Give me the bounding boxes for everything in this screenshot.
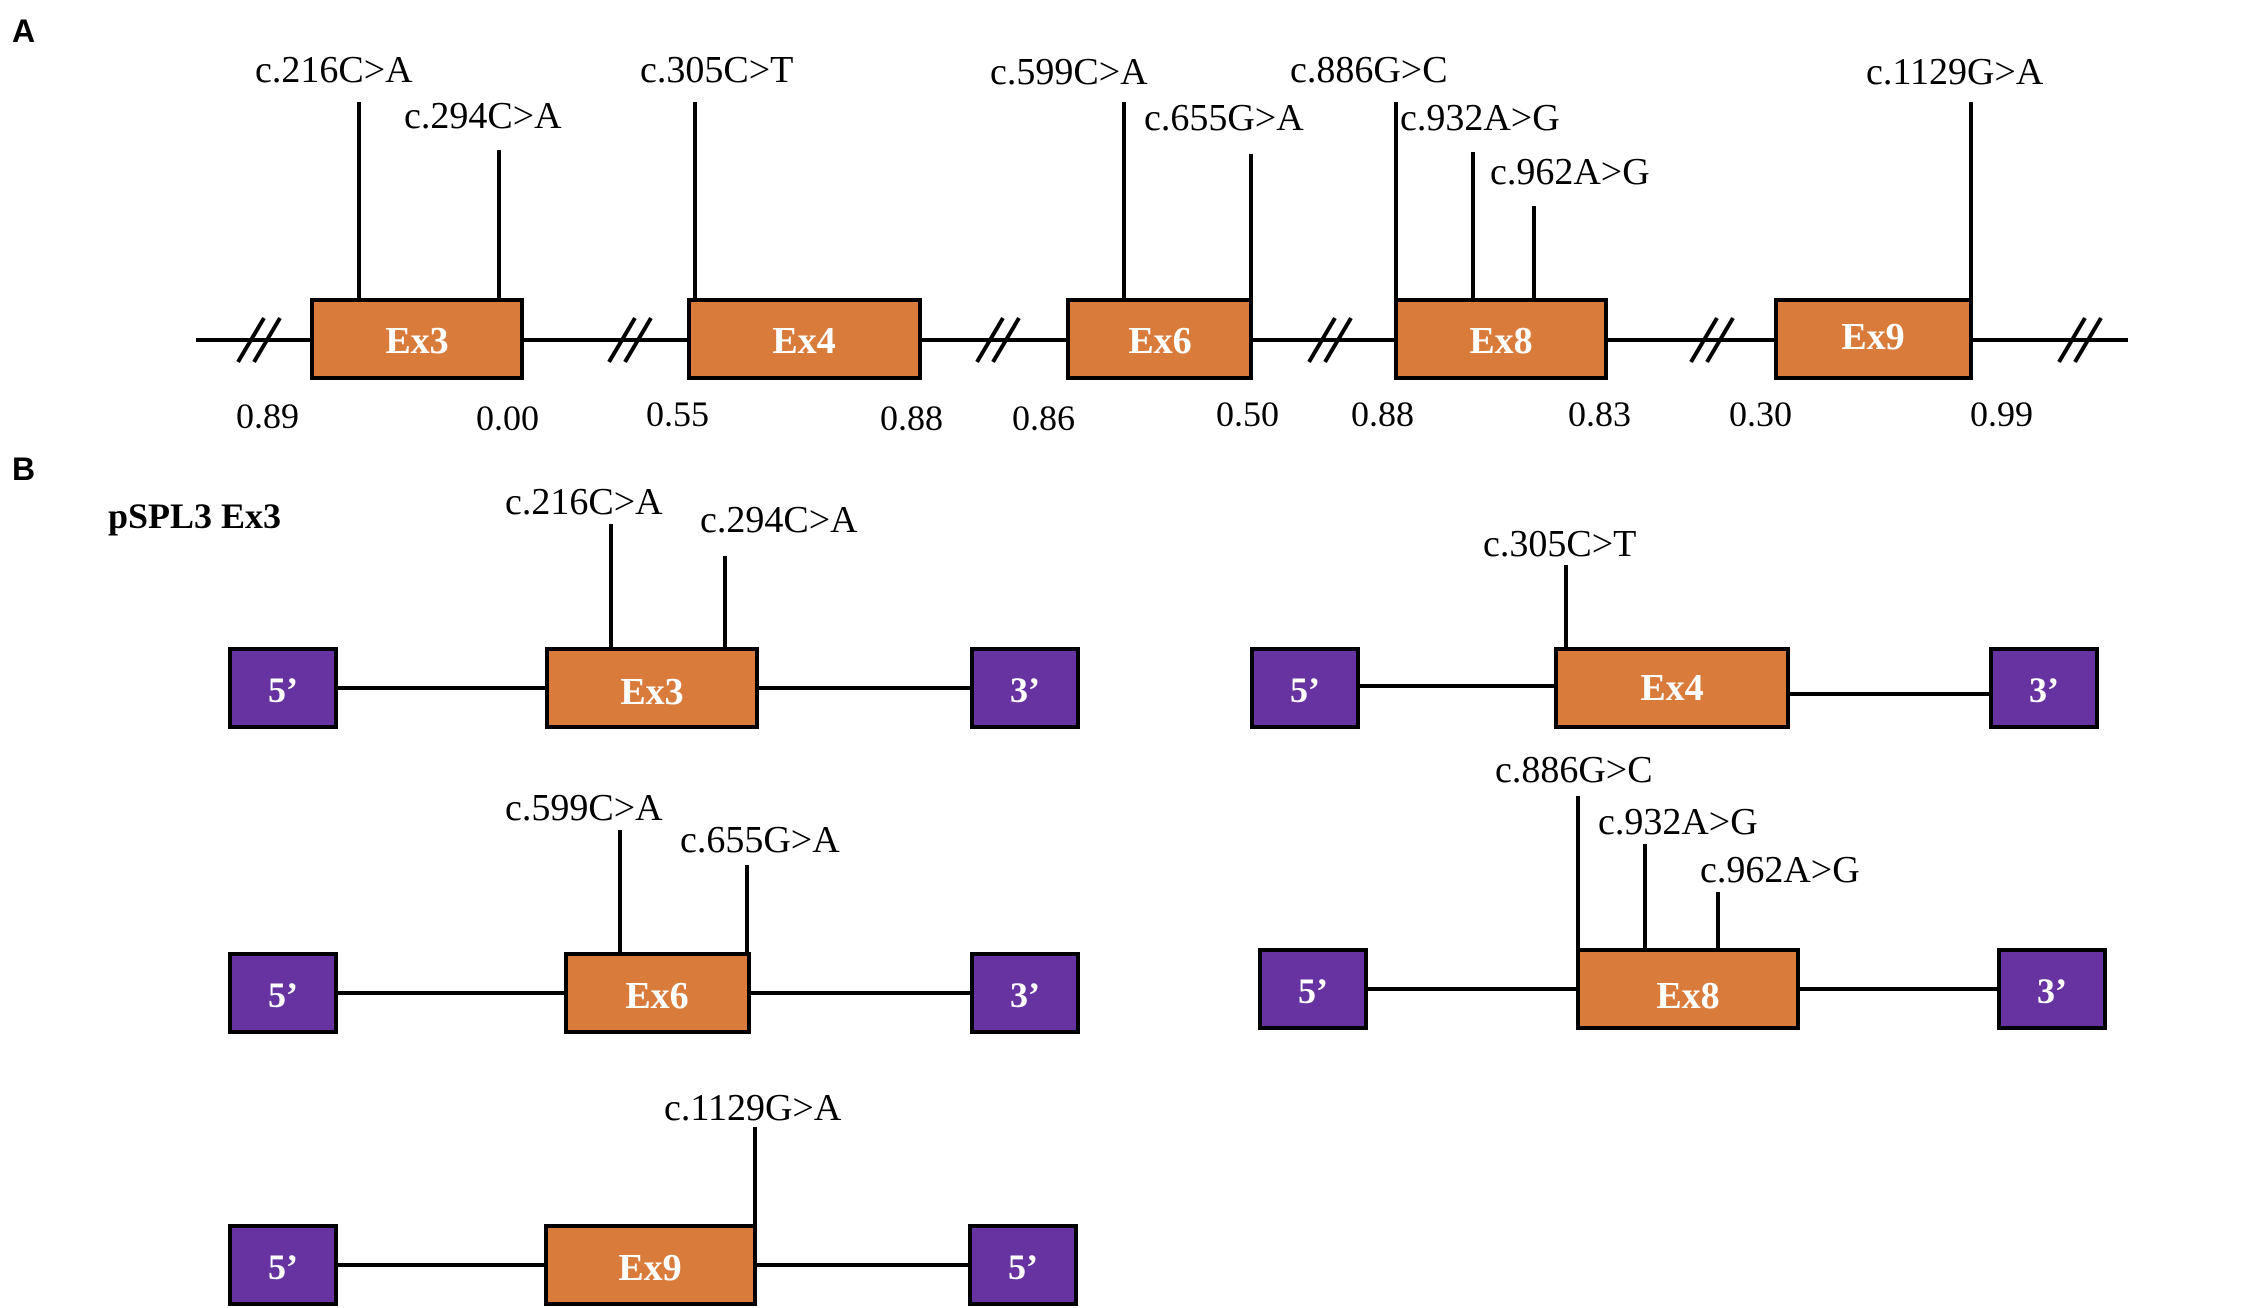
score-label: 0.99 (1970, 394, 2033, 434)
break-mark (975, 316, 1021, 364)
variant-label: c.886G>C (1495, 749, 1653, 791)
minigene-3-prime (1997, 948, 2107, 1030)
construct-exon (564, 952, 751, 1034)
minigene-label: 3’ (1010, 975, 1040, 1015)
minigene-label: 5’ (268, 670, 298, 710)
break-marks (236, 316, 2103, 364)
break-mark (236, 316, 282, 364)
variant-label: c.305C>T (640, 49, 793, 91)
construct-ex8: 5’ Ex8 3’ c.886G>C c.932A>G c.962A>G (1258, 749, 2107, 1030)
construct-exon (544, 1224, 757, 1306)
minigene-3-prime (968, 1224, 1078, 1306)
score-label: 0.00 (476, 398, 539, 438)
break-mark (607, 316, 653, 364)
exon-ex8: Ex8 (1394, 298, 1608, 380)
minigene-5-prime (1250, 647, 1360, 729)
minigene-5-prime (1258, 948, 1368, 1030)
variant-label: c.655G>A (680, 819, 840, 861)
score-label: 0.86 (1012, 398, 1075, 438)
variant-label: c.962A>G (1490, 151, 1650, 193)
variant-stems (357, 102, 1973, 300)
score-label: 0.50 (1216, 394, 1279, 434)
exon-ex4: Ex4 (687, 298, 922, 380)
variant-label: c.886G>C (1290, 49, 1448, 91)
exon-label: Ex6 (1128, 320, 1191, 362)
score-label: 0.30 (1729, 394, 1792, 434)
break-mark (2057, 316, 2103, 364)
minigene-3-prime (970, 952, 1080, 1034)
minigene-5-prime (228, 952, 338, 1034)
exon-label: Ex9 (618, 1247, 681, 1289)
variant-label: c.655G>A (1144, 97, 1304, 139)
exon-label: Ex6 (625, 975, 688, 1017)
exon-label: Ex8 (1469, 320, 1532, 362)
construct-ex3: 5’ Ex3 3’ c.216C>A c.294C>A (228, 481, 1080, 729)
score-label: 0.55 (646, 394, 709, 434)
minigene-label: 3’ (2029, 670, 2059, 710)
exon-ex9: Ex9 (1774, 298, 1973, 380)
variant-label: c.932A>G (1400, 97, 1560, 139)
break-mark (1689, 316, 1735, 364)
score-label: 0.89 (236, 396, 299, 436)
minigene-label: 5’ (1298, 971, 1328, 1011)
panel-b-label: B (12, 451, 35, 487)
variant-label: c.1129G>A (664, 1087, 842, 1129)
variant-label: c.599C>A (990, 51, 1148, 93)
variant-label: c.294C>A (700, 499, 858, 541)
variant-label: c.305C>T (1483, 523, 1636, 565)
variant-label: c.216C>A (505, 481, 663, 523)
score-label: 0.88 (1351, 394, 1414, 434)
variant-label: c.962A>G (1700, 849, 1860, 891)
variant-label: c.932A>G (1598, 801, 1758, 843)
construct-ex4: 5’ Ex4 3’ c.305C>T (1250, 523, 2099, 729)
minigene-label: 3’ (1010, 670, 1040, 710)
break-mark (1307, 316, 1353, 364)
construct-ex9: 5’ Ex9 5’ c.1129G>A (228, 1087, 1078, 1306)
exon-label: Ex9 (1841, 316, 1904, 358)
exon-label: Ex8 (1656, 975, 1719, 1017)
variant-label: c.294C>A (404, 95, 562, 137)
panel-a-label: A (12, 13, 35, 49)
construct-exon (1576, 948, 1800, 1030)
construct-exon (545, 647, 759, 729)
minigene-3-prime (970, 647, 1080, 729)
minigene-3-prime (1989, 647, 2099, 729)
score-label: 0.83 (1568, 394, 1631, 434)
minigene-5-prime (228, 1224, 338, 1306)
variant-label: c.216C>A (255, 49, 413, 91)
construct-ex6: 5’ Ex6 3’ c.599C>A c.655G>A (228, 787, 1080, 1034)
exon-label: Ex4 (772, 320, 835, 362)
exon-label: Ex4 (1640, 667, 1703, 709)
minigene-label: 5’ (268, 975, 298, 1015)
variant-label: c.1129G>A (1866, 51, 2044, 93)
exon-label: Ex3 (385, 320, 448, 362)
minigene-label: 5’ (1290, 670, 1320, 710)
exon-ex6: Ex6 (1066, 298, 1253, 380)
exon-label: Ex3 (620, 671, 683, 713)
minigene-label: 5’ (268, 1247, 298, 1287)
construct-title: pSPL3 Ex3 (108, 496, 281, 536)
minigene-label: 5’ (1008, 1247, 1038, 1287)
minigene-label: 3’ (2037, 971, 2067, 1011)
score-label: 0.88 (880, 398, 943, 438)
variant-label: c.599C>A (505, 787, 663, 829)
exon-ex3: Ex3 (310, 298, 524, 380)
minigene-5-prime (228, 647, 338, 729)
gene-structure: Ex3 Ex4 Ex6 Ex8 Ex9 c.216C>A c.294C>A c.… (196, 49, 2128, 438)
construct-exon (1554, 647, 1790, 729)
